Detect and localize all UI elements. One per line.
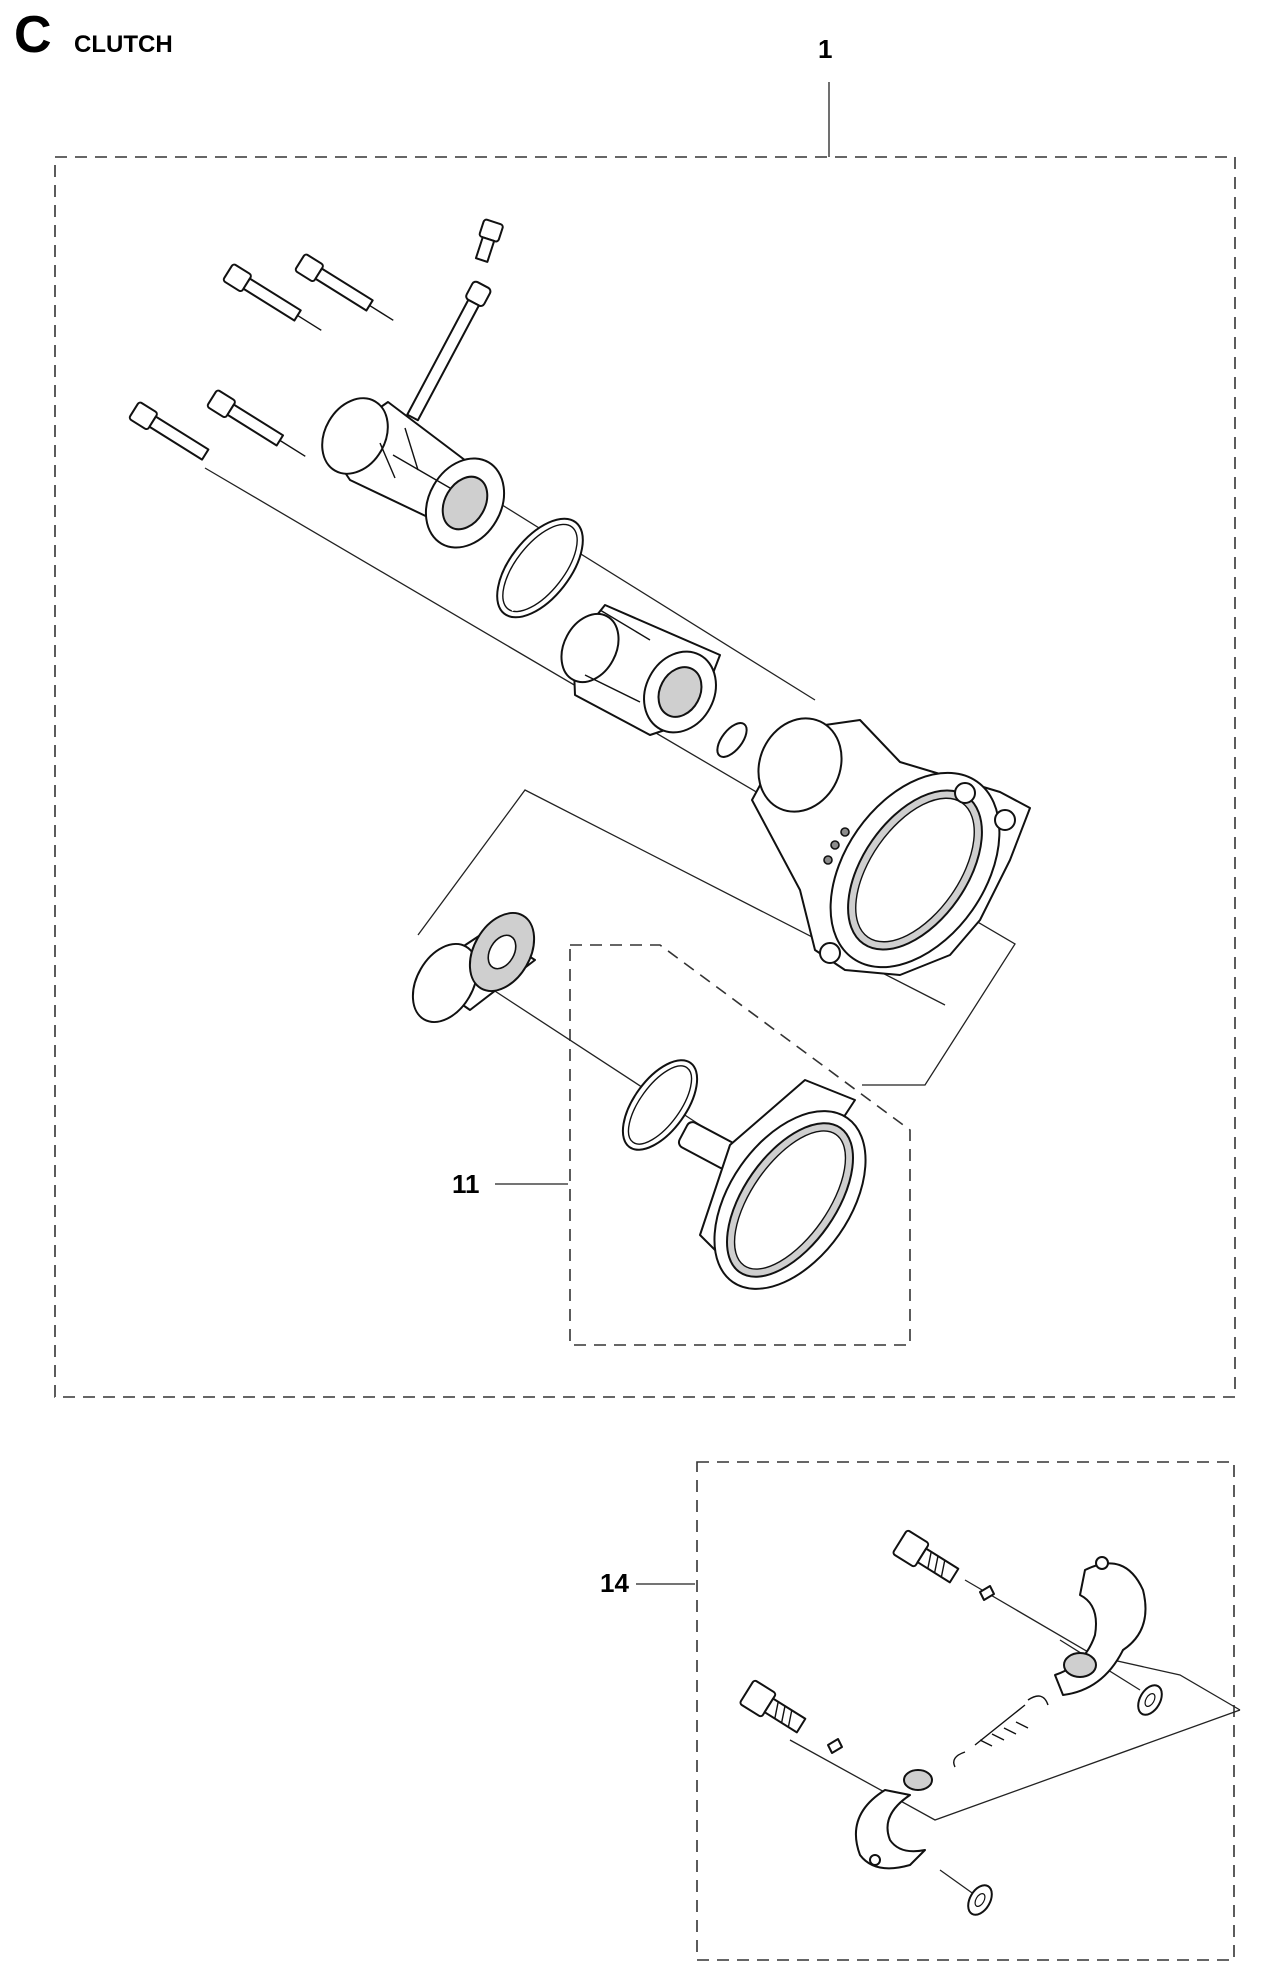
clutch-sleeve[interactable] — [309, 386, 520, 561]
retaining-ring[interactable] — [481, 504, 600, 632]
clip-2[interactable] — [827, 1738, 843, 1754]
clutch-shoe-lower[interactable] — [854, 1769, 933, 1870]
assembly-11-boundary — [569, 944, 911, 1346]
clip-1[interactable] — [979, 1585, 995, 1601]
clamp-screw[interactable] — [472, 218, 504, 263]
screw-2[interactable] — [294, 253, 399, 329]
pivot-bolt-2[interactable] — [739, 1679, 808, 1738]
pivot-bolt-1[interactable] — [892, 1529, 961, 1588]
section-letter: C — [14, 6, 52, 64]
kit-assembly-line-lower — [789, 1709, 1241, 1821]
screw-4[interactable] — [128, 401, 211, 463]
clutch-spring[interactable] — [953, 1695, 1049, 1768]
clutch-drum[interactable] — [677, 1079, 897, 1316]
section-title: CLUTCH — [74, 31, 173, 58]
callout-1[interactable]: 1 — [818, 34, 832, 64]
washer-1[interactable] — [1133, 1681, 1166, 1719]
ball-bearing[interactable] — [400, 902, 547, 1034]
assembly-1-boundary — [54, 156, 1236, 1398]
bushing[interactable] — [550, 604, 730, 745]
clamp-rod[interactable] — [404, 280, 492, 422]
kit-14-boundary — [696, 1461, 1235, 1961]
callout-11[interactable]: 11 — [452, 1169, 480, 1199]
clutch-shoe-upper[interactable] — [1054, 1556, 1147, 1696]
assembly-line-bearing — [417, 789, 946, 1006]
screw-3[interactable] — [206, 389, 311, 465]
drum-retaining-ring[interactable] — [608, 1048, 711, 1163]
callout-14[interactable]: 14 — [600, 1568, 629, 1598]
washer-2[interactable] — [963, 1881, 996, 1919]
clutch-housing[interactable] — [743, 705, 1034, 999]
kit-axis-lower — [939, 1869, 976, 1896]
snap-ring-small[interactable] — [712, 718, 752, 762]
kit-assembly-line-upper — [964, 1579, 1241, 1711]
screw-1[interactable] — [222, 263, 327, 339]
